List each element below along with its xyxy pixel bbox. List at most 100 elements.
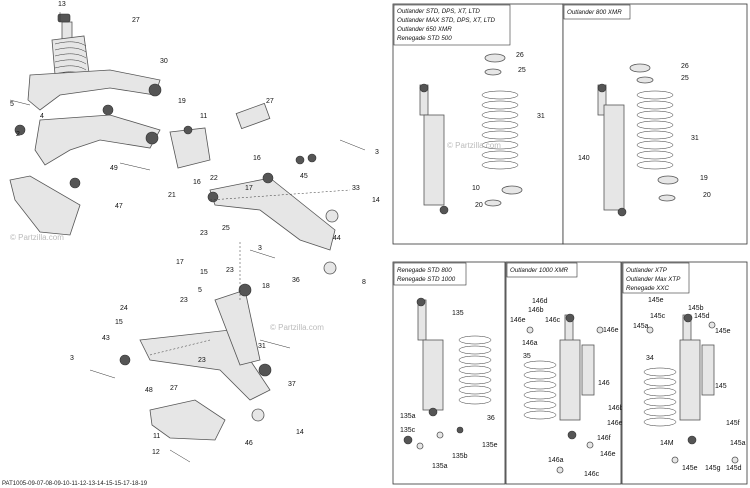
callout: 45 [300,173,308,180]
callout: 36 [292,277,300,284]
callout: 4 [40,113,44,120]
callout: 3 [375,149,379,156]
svg-text:36: 36 [487,415,495,422]
svg-text:20: 20 [475,202,483,209]
svg-text:Outlander XTP: Outlander XTP [626,267,668,274]
svg-text:135b: 135b [452,453,468,460]
svg-text:146e: 146e [510,317,526,324]
callout: 31 [258,343,266,350]
svg-text:145e: 145e [715,328,731,335]
svg-text:35: 35 [523,353,531,360]
svg-text:Renegade STD 1000: Renegade STD 1000 [397,276,456,283]
svg-text:145e: 145e [682,465,698,472]
callout: 14 [296,429,304,436]
callout: 48 [145,387,153,394]
callout: 11 [153,433,160,440]
svg-text:20: 20 [703,192,711,199]
panel-outlander-1000: Outlander 1000 XMR 146d 146b 146c 146e 1… [505,261,624,485]
svg-text:145a: 145a [730,440,746,447]
svg-text:135c: 135c [400,427,416,434]
svg-text:135a: 135a [400,413,416,420]
svg-text:19: 19 [700,175,708,182]
svg-text:34: 34 [646,355,654,362]
svg-text:145b: 145b [688,305,704,312]
callout: 24 [120,305,128,312]
callout: 47 [115,203,123,210]
callout: 17 [176,259,184,266]
callout: 27 [266,98,274,105]
callout: 27 [170,385,178,392]
svg-text:145g: 145g [705,465,721,472]
svg-text:140: 140 [578,155,590,162]
callout: 44 [333,235,341,242]
skid-guard [9,175,81,236]
svg-text:146e: 146e [600,451,616,458]
svg-text:146d: 146d [532,298,548,305]
callout: 22 [210,175,218,182]
callout: 8 [362,279,366,286]
callout: 11 [200,113,207,120]
svg-text:Renegade XXC: Renegade XXC [626,285,670,292]
callout: 23 [198,357,206,364]
svg-text:10: 10 [472,185,480,192]
callout: 12 [152,449,160,456]
svg-text:25: 25 [681,75,689,82]
callout: 27 [132,17,140,24]
svg-text:Outlander STD, DPS, XT, LTD: Outlander STD, DPS, XT, LTD [397,8,480,15]
callout: 37 [288,381,296,388]
callout: 5 [10,101,14,108]
svg-text:145f: 145f [726,420,740,427]
watermark: © Partzilla.com [270,323,324,332]
main-assembly [9,12,366,463]
svg-text:Outlander 1000 XMR: Outlander 1000 XMR [510,267,569,274]
bracket [169,127,211,169]
svg-text:135a: 135a [432,463,448,470]
callout: 13 [58,1,66,8]
svg-text:146f: 146f [597,435,611,442]
svg-text:145a: 145a [633,323,649,330]
svg-text:25: 25 [518,67,526,74]
svg-text:146c: 146c [545,317,561,324]
svg-text:146b: 146b [608,405,624,412]
callout: 3 [70,355,74,362]
panel-renegade-std: Renegade STD 800 Renegade STD 1000 135 3… [392,261,506,485]
callout: 18 [262,283,270,290]
callout: 2 [16,131,20,138]
callout: 23 [200,230,208,237]
svg-text:Outlander 650 XMR: Outlander 650 XMR [397,26,452,33]
svg-text:145d: 145d [694,313,710,320]
callout: 16 [253,155,261,162]
panel-outlander-800: Outlander 800 XMR 26 25 31 140 19 20 [562,3,748,245]
svg-text:145c: 145c [650,313,666,320]
svg-text:26: 26 [681,63,689,70]
svg-text:146: 146 [598,380,610,387]
svg-text:Renegade STD 800: Renegade STD 800 [397,267,452,274]
callout: 14 [372,197,380,204]
svg-text:© Partzilla.com: © Partzilla.com [447,141,501,150]
callout: 21 [168,192,176,199]
callout: 19 [178,98,186,105]
svg-text:Outlander 800 XMR: Outlander 800 XMR [567,9,622,16]
callout: 43 [102,335,110,342]
callout: 23 [226,267,234,274]
svg-text:135: 135 [452,310,464,317]
upper-a-arm [27,69,161,111]
callout: 30 [160,58,168,65]
panel-outlander-xtp: Outlander XTP Outlander Max XTP Renegade… [621,261,748,485]
callout: 49 [110,165,118,172]
svg-text:146c: 146c [584,471,600,478]
svg-text:146e: 146e [603,327,619,334]
svg-text:145d: 145d [726,465,742,472]
callout: 16 [193,179,201,186]
svg-text:26: 26 [516,52,524,59]
callout: 46 [245,440,253,447]
svg-text:14M: 14M [660,440,674,447]
svg-text:146b: 146b [528,307,544,314]
svg-text:146e: 146e [607,420,623,427]
watermark: © Partzilla.com [10,233,64,242]
svg-text:146a: 146a [548,457,564,464]
svg-text:Renegade STD 500: Renegade STD 500 [397,35,452,42]
svg-text:135e: 135e [482,442,498,449]
svg-text:Outlander MAX STD, DPS, XT, LT: Outlander MAX STD, DPS, XT, LTD [397,17,496,24]
